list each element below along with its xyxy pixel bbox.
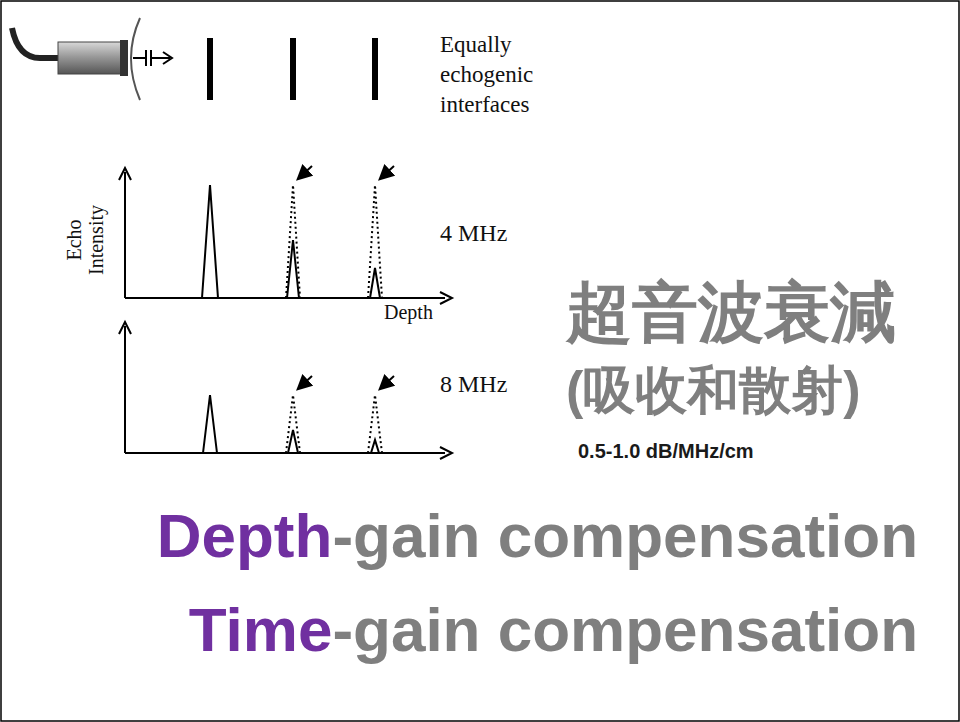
graph-4mhz xyxy=(119,166,452,304)
graph-8mhz xyxy=(119,322,452,459)
frequency-label: 8 MHz xyxy=(440,371,507,398)
title-text: 超音波衰減 xyxy=(566,268,896,358)
subtitle-text: (吸收和散射) xyxy=(566,356,861,426)
compensation-line: Time-gain compensation xyxy=(189,594,918,665)
interface-caption: Equally echogenic interfaces xyxy=(440,30,570,120)
interfaces xyxy=(207,38,378,100)
value-text: 0.5-1.0 dB/MHz/cm xyxy=(578,440,754,463)
axis-label: Depth xyxy=(384,301,433,324)
axis-label: Echo Intensity xyxy=(63,195,107,285)
transducer xyxy=(12,18,172,100)
compensation-line: Depth-gain compensation xyxy=(157,500,918,571)
compensation-text: -gain compensation xyxy=(332,500,918,571)
compensation-text: -gain compensation xyxy=(332,594,918,665)
keyword: Time xyxy=(189,594,333,665)
frequency-label: 4 MHz xyxy=(440,220,507,247)
keyword: Depth xyxy=(157,500,333,571)
